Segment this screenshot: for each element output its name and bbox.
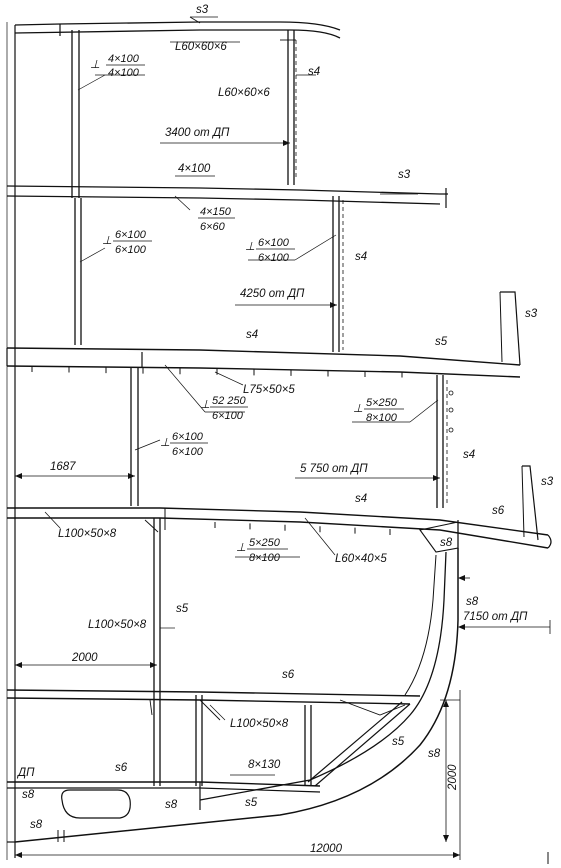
- label-angle-100-b: L100×50×8: [88, 619, 147, 631]
- lower-deck: [6, 689, 421, 787]
- stiffener-mark: ⊥: [245, 241, 255, 253]
- label-angle-100-c: L100×50×8: [230, 718, 289, 730]
- label-s8-b: s8: [466, 596, 479, 608]
- label-dp: ДП: [16, 767, 35, 779]
- label-s8-e: s8: [165, 799, 178, 811]
- hull-side: [14, 520, 459, 843]
- label-s8-d: s8: [22, 789, 35, 801]
- centerline-dp: [6, 22, 16, 860]
- frac2-denominator: 6×100: [115, 244, 147, 256]
- label-s4-d: s4: [463, 449, 475, 461]
- frac1-denominator: 4×100: [108, 67, 140, 79]
- frac5-denominator: 8×100: [366, 412, 398, 424]
- label-s8-a: s8: [440, 537, 453, 549]
- dim-5750: 5 750 от ДП: [300, 463, 368, 475]
- deck-2: [6, 185, 448, 208]
- pillars-level-4: [144, 518, 312, 786]
- deck-3-beams: [31, 366, 403, 378]
- label-s5-a: s5: [435, 336, 448, 348]
- dim-3400: 3400 от ДП: [165, 127, 230, 139]
- stiffener-mark: ⊥: [90, 59, 100, 71]
- frac7-numerator: 5×250: [249, 537, 281, 549]
- frac1-numerator: 4×100: [108, 53, 140, 65]
- stiffener-mark: ⊥: [236, 542, 246, 554]
- label-s4-b: s4: [355, 251, 367, 263]
- label-s6-c: s6: [115, 762, 128, 774]
- leader-lines: [44, 41, 439, 776]
- upper-pillar: [71, 30, 297, 198]
- top-deck: [14, 16, 341, 39]
- label-s4-a: s4: [308, 66, 320, 78]
- frac3-numerator: 6×100: [258, 237, 290, 249]
- label-s5-d: s5: [245, 797, 258, 809]
- frac7-denominator: 8×100: [249, 552, 281, 564]
- label-s3-top: s3: [196, 4, 209, 16]
- dimension-lines: [15, 140, 551, 864]
- label-s5-b: s5: [176, 603, 189, 615]
- dim-2000-v: 2000: [447, 764, 459, 791]
- label-s8-f: s8: [30, 819, 43, 831]
- label-s6-b: s6: [282, 669, 295, 681]
- frac2-numerator: 6×100: [115, 229, 147, 241]
- label-s3-d: s3: [541, 476, 554, 488]
- stiffener-mark: ⊥: [200, 399, 210, 411]
- label-s4-e: s4: [355, 493, 367, 505]
- label-s5-c: s5: [392, 736, 405, 748]
- frac5-numerator: 5×250: [366, 397, 398, 409]
- label-s3-b: s3: [398, 169, 411, 181]
- dim-7150: 7150 от ДП: [463, 611, 528, 623]
- label-angle-75: L75×50×5: [243, 384, 295, 396]
- deck-4-beams: [214, 522, 391, 535]
- deck-3: [6, 291, 521, 378]
- frac6-numerator: 6×100: [172, 431, 204, 443]
- frac6-denominator: 6×100: [172, 446, 204, 458]
- labels: s3 L60×60×6 ⊥ 4×100 4×100 s4 L60×60×6 34…: [16, 4, 554, 855]
- frac4-numerator: 52 250: [212, 395, 247, 407]
- label-s3-c: s3: [525, 308, 538, 320]
- label-angle-top: L60×60×6: [175, 41, 227, 53]
- frac-6x60: 6×60: [200, 221, 226, 233]
- frac-4x150: 4×150: [200, 206, 232, 218]
- deck-4: [7, 465, 552, 553]
- label-s6-a: s6: [492, 505, 505, 517]
- pillars-level-3: [130, 368, 454, 508]
- pillars-level-2: [74, 196, 344, 352]
- label-angle-60x40: L60×40×5: [335, 553, 387, 565]
- frac3-denominator: 6×100: [258, 252, 290, 264]
- label-angle-a: L60×60×6: [218, 87, 270, 99]
- stiffener-mark: ⊥: [353, 403, 363, 415]
- dim-4250: 4250 от ДП: [240, 288, 305, 300]
- dim-1687: 1687: [50, 461, 76, 473]
- dim-12000: 12000: [310, 843, 343, 855]
- bottom-structure: [7, 781, 321, 843]
- dim-4x100: 4×100: [178, 163, 211, 175]
- frac4-denominator: 6×100: [212, 410, 244, 422]
- label-s4-c: s4: [246, 329, 258, 341]
- label-angle-100-a: L100×50×8: [58, 528, 117, 540]
- stiffener-mark: ⊥: [160, 437, 170, 449]
- stiffener-mark: ⊥: [102, 235, 112, 247]
- dim-2000-h: 2000: [71, 652, 98, 664]
- dim-8x130: 8×130: [248, 759, 281, 771]
- label-s8-c: s8: [428, 748, 441, 760]
